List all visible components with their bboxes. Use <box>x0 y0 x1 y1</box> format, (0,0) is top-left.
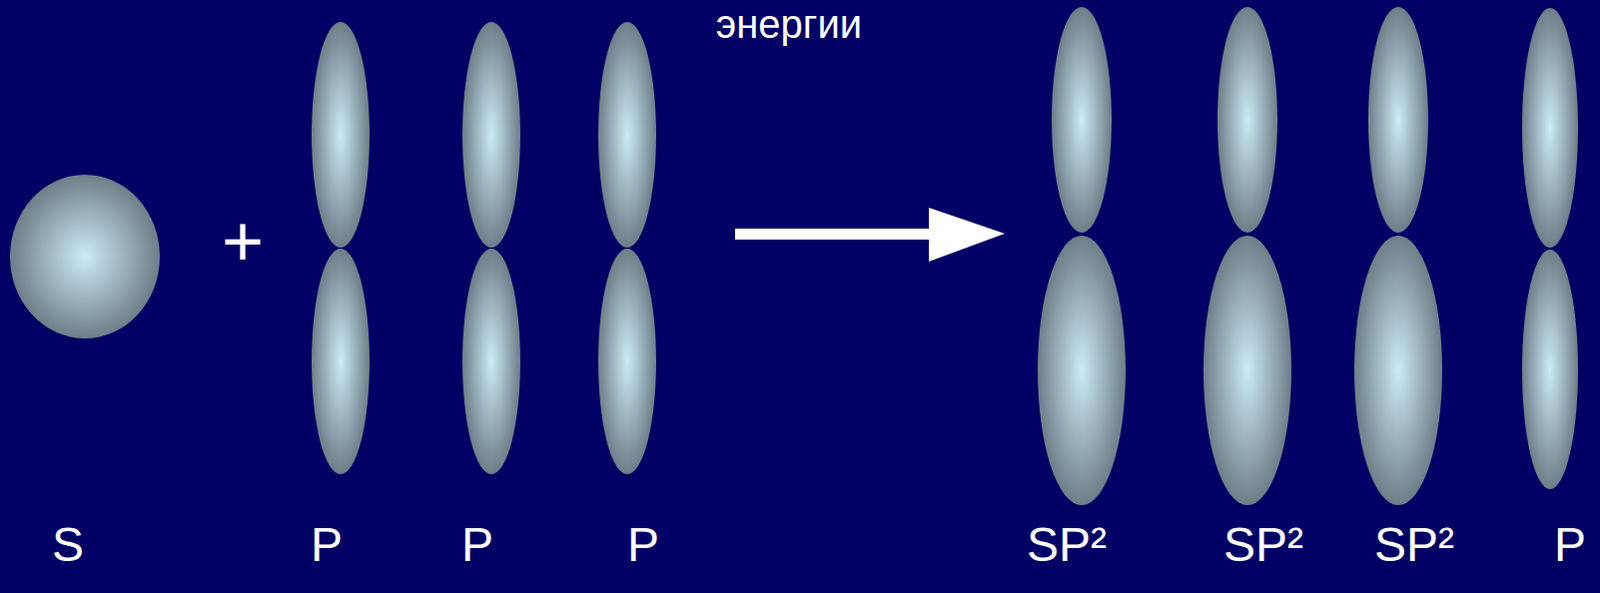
orbital-label: S <box>51 521 84 570</box>
s-orbital <box>9 174 160 339</box>
orbital-label: P <box>310 521 343 570</box>
orbital-label: P <box>461 521 494 570</box>
orbital-label: P <box>1554 521 1587 570</box>
orbital-label: SP² <box>1026 521 1107 570</box>
reaction-arrow <box>735 207 1005 262</box>
orbital-label: P <box>627 521 660 570</box>
orbital-label: SP² <box>1223 521 1304 570</box>
orbital-label: SP² <box>1374 521 1455 570</box>
p-orbitals <box>311 21 657 475</box>
plus-sign: + <box>221 204 264 277</box>
sp2-orbitals <box>1037 6 1443 506</box>
remaining-p-orbital <box>1522 7 1579 490</box>
heading-fragment: энергии <box>716 3 862 44</box>
